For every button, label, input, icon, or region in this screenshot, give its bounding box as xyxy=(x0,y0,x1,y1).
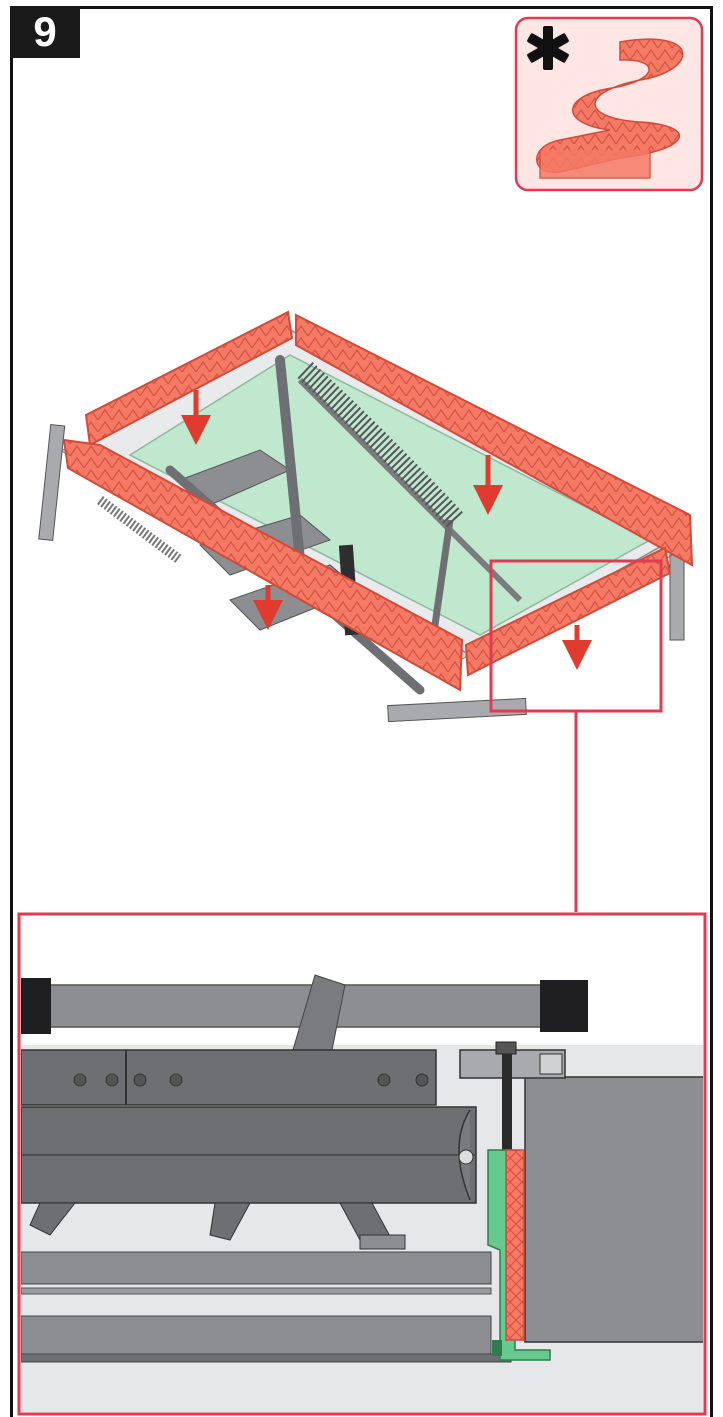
detail-callout xyxy=(489,559,663,912)
note-box xyxy=(514,16,704,192)
insulation-strip-front-right xyxy=(464,546,672,677)
placement-arrows xyxy=(181,390,592,670)
insulation-strip-front-left xyxy=(62,438,464,692)
instruction-frame xyxy=(10,6,713,1417)
detail-view xyxy=(17,912,707,1416)
insulation-strip-back-left xyxy=(84,310,294,447)
insulation-strip-icon xyxy=(536,38,684,179)
asterisk-icon xyxy=(527,26,569,70)
step-number-badge: 9 xyxy=(10,6,80,58)
insulation-strip-back-right xyxy=(295,313,694,567)
